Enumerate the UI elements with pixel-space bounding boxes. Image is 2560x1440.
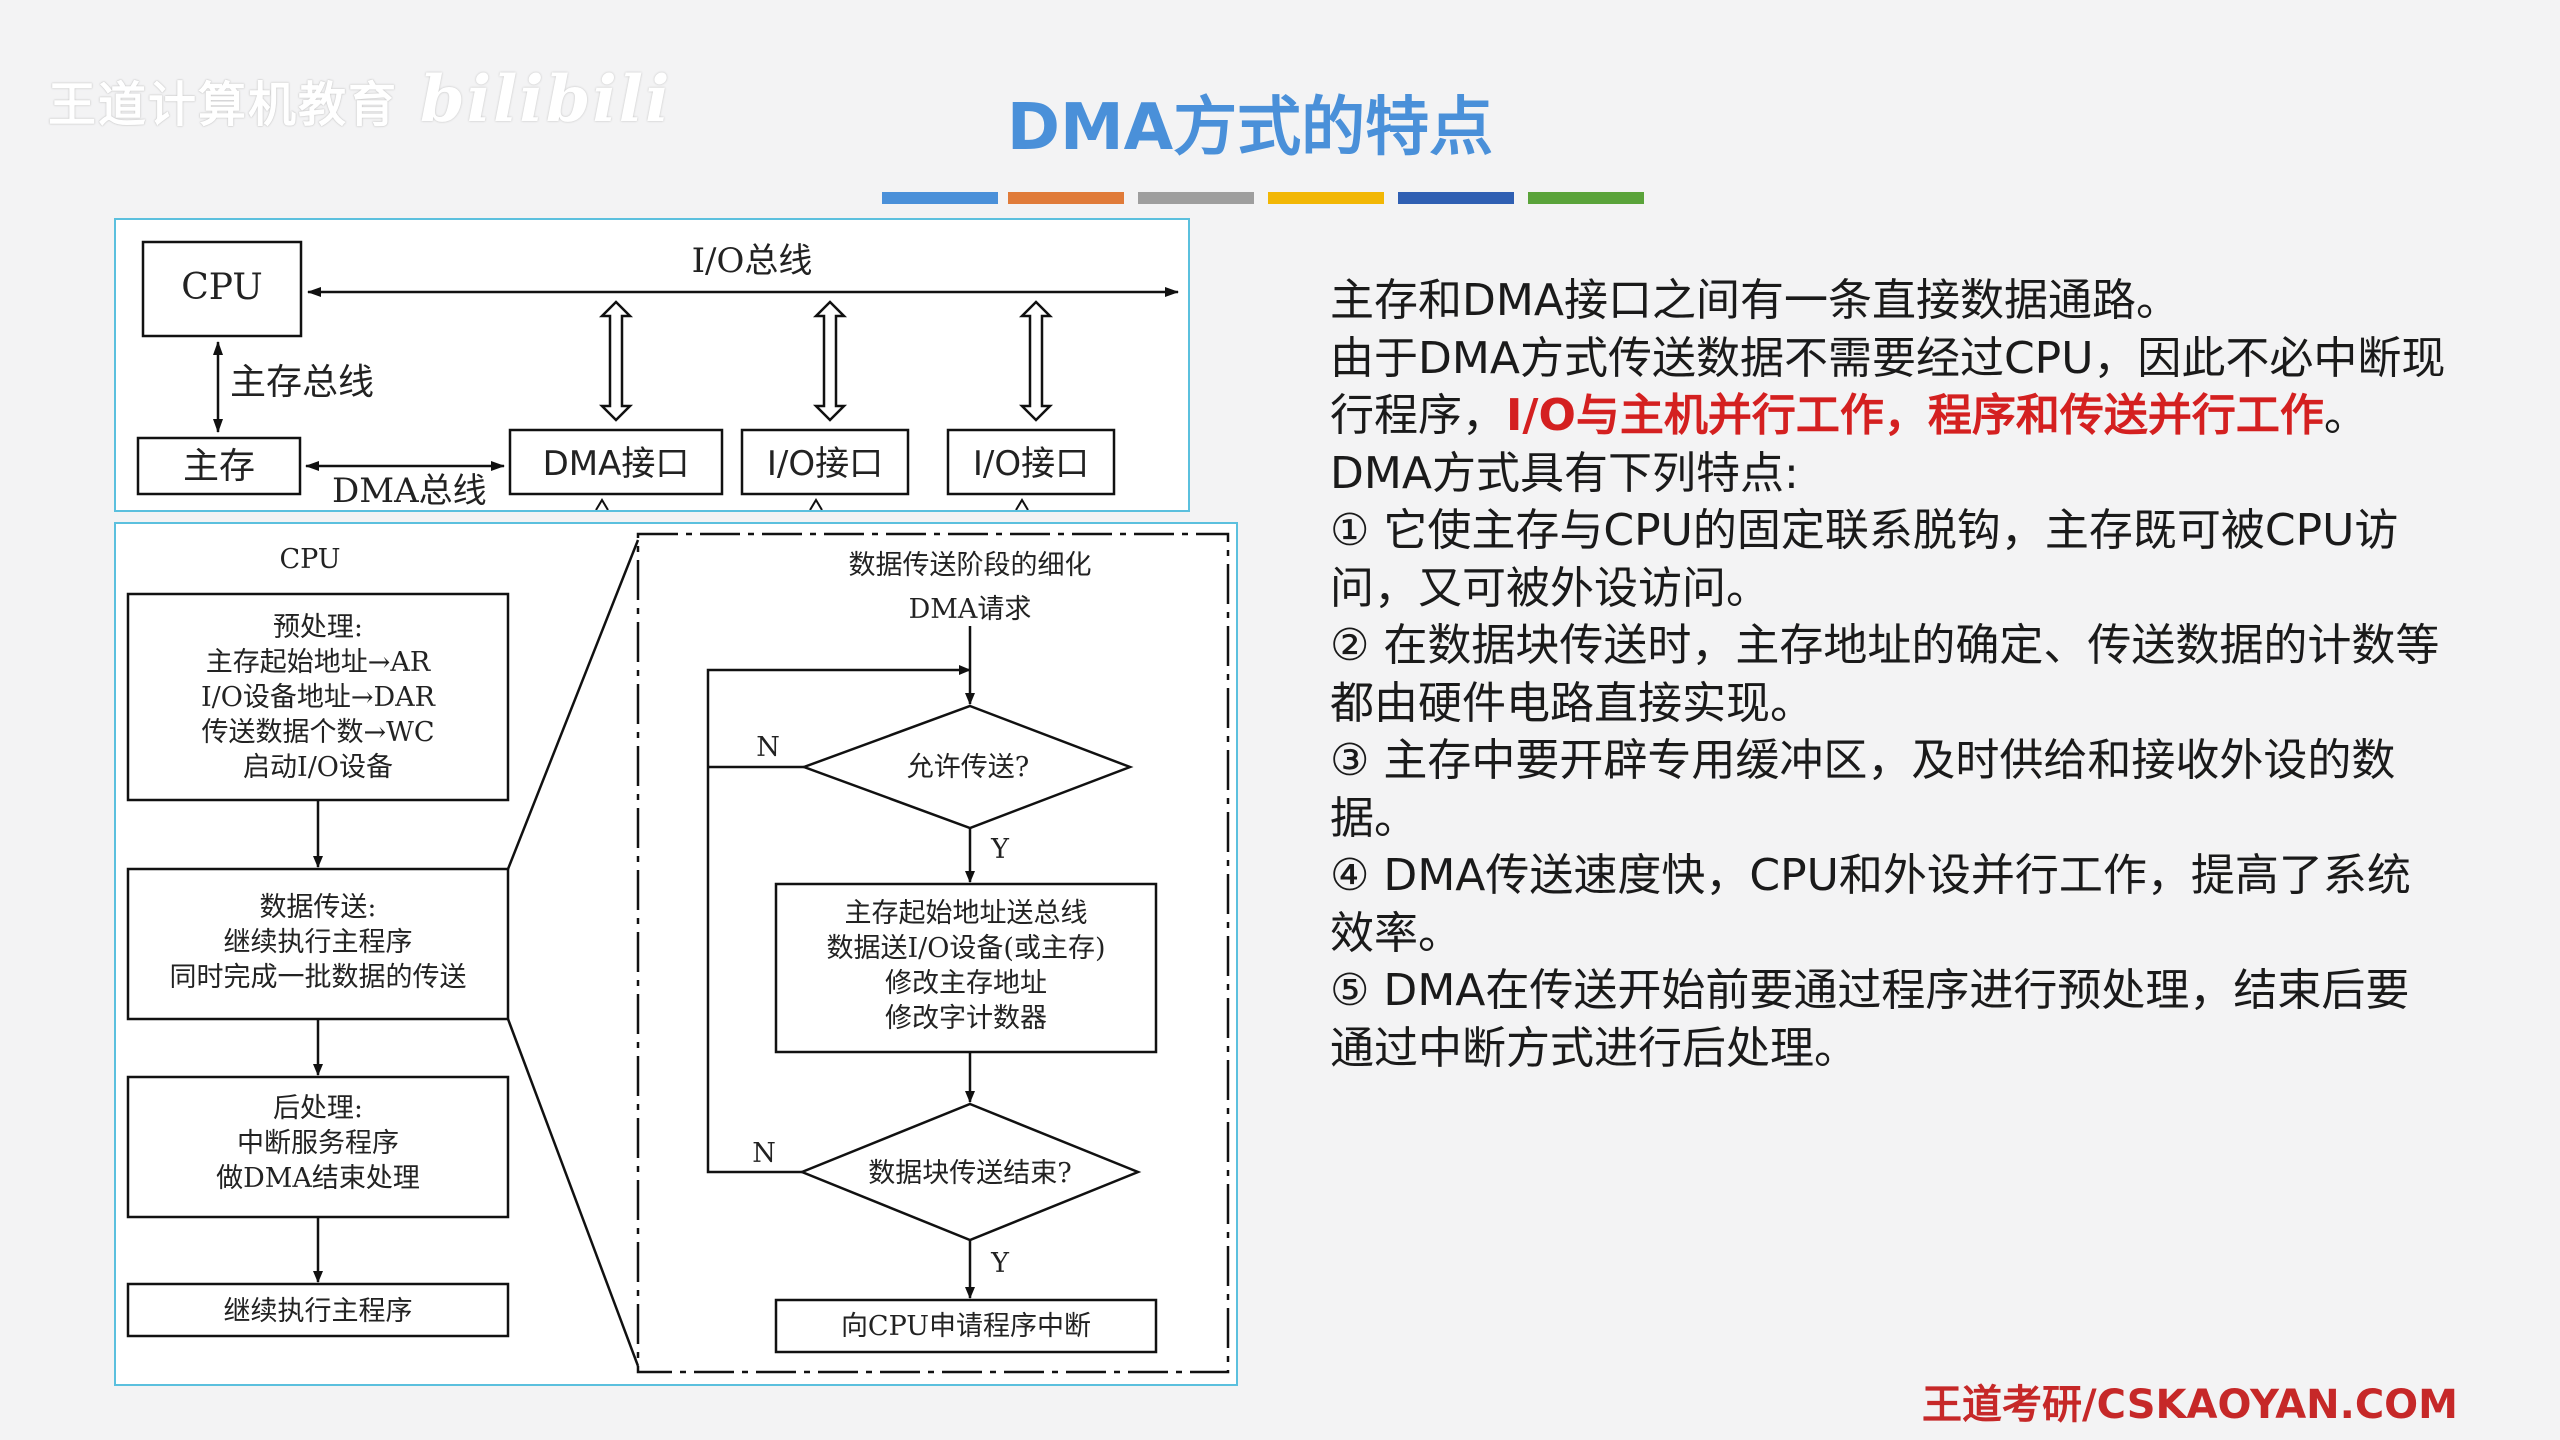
- preprocess-line-3: I/O设备地址→DAR: [201, 682, 436, 713]
- bus-connectors: [598, 300, 1054, 422]
- interrupt-request-box: [774, 1298, 1158, 1354]
- dma-stub: [595, 498, 609, 511]
- para-parallel-end: 。: [2323, 390, 2368, 441]
- transfer-line-3: 同时完成一批数据的传送: [170, 962, 467, 993]
- allow-question: 允许传送?: [907, 752, 1029, 783]
- io1-io-bus-connector: [812, 300, 848, 422]
- transfer-line-1: 数据传送:: [259, 892, 376, 923]
- io-bus-label: I/O总线: [692, 241, 813, 281]
- loop-back-line: [706, 665, 971, 1174]
- bus-diagram-panel: CPU I/O总线 主存总线 主存 DMA总线 DMA接口 I/O接口 I/O接…: [114, 218, 1190, 512]
- para-parallel-start: 由于DMA方式传送数据不需要经过CPU，因此不必中断现行程序，: [1330, 332, 2446, 442]
- allow-no-label: N: [756, 732, 780, 763]
- color-bar-green: [1528, 192, 1644, 204]
- io-interface-1-box: [740, 428, 910, 496]
- bilibili-logo: bilibili: [420, 62, 672, 137]
- transfer-line-2: 继续执行主程序: [224, 927, 413, 958]
- transfer-step-2: 数据送I/O设备(或主存): [827, 933, 1106, 964]
- detail-title: 数据传送阶段的细化: [849, 550, 1092, 581]
- para-parallel: 由于DMA方式传送数据不需要经过CPU，因此不必中断现行程序，I/O与主机并行工…: [1330, 330, 2450, 445]
- preprocess-line-1: 预处理:: [273, 612, 363, 643]
- zoom-line-top: [506, 539, 640, 870]
- memory-box: [136, 436, 302, 496]
- io2-io-bus-connector: [1018, 300, 1054, 422]
- preprocess-line-2: 主存起始地址→AR: [206, 647, 431, 678]
- brand-watermark: 王道计算机教育 bilibili: [48, 62, 671, 137]
- interrupt-request-label: 向CPU申请程序中断: [841, 1311, 1091, 1342]
- para-direct-path: 主存和DMA接口之间有一条直接数据通路。: [1330, 275, 2180, 326]
- feature-2: ② 在数据块传送时，主存地址的确定、传送数据的计数等都由硬件电路直接实现。: [1330, 620, 2440, 729]
- color-bar-navy: [1398, 192, 1514, 204]
- preprocess-line-5: 启动I/O设备: [243, 752, 393, 783]
- postprocess-line-1: 后处理:: [273, 1093, 363, 1124]
- color-bar-gray: [1138, 192, 1254, 204]
- continue-box: [126, 1282, 510, 1338]
- flowchart-panel: CPU 预处理: 主存起始地址→AR I/O设备地址→DAR 传送数据个数→WC…: [114, 522, 1238, 1386]
- cpu-label: CPU: [181, 267, 262, 308]
- dma-io-bus-connector: [598, 300, 634, 422]
- dma-bus-label: DMA总线: [332, 471, 487, 510]
- cpu-box: [141, 240, 303, 338]
- flow-cpu-label: CPU: [279, 544, 340, 575]
- end-yes-label: Y: [990, 1248, 1010, 1279]
- transfer-step-4: 修改字计数器: [885, 1003, 1047, 1034]
- io2-stub: [1015, 498, 1029, 511]
- io-interface-2-label: I/O接口: [973, 444, 1089, 484]
- memory-label: 主存: [183, 446, 255, 487]
- para-parallel-highlight: I/O与主机并行工作，程序和传送并行工作: [1506, 390, 2324, 441]
- dma-interface-box: [508, 428, 724, 496]
- postprocess-line-3: 做DMA结束处理: [216, 1163, 420, 1194]
- brand-watermark-text: 王道计算机教育: [48, 77, 399, 133]
- bus-diagram: CPU I/O总线 主存总线 主存 DMA总线 DMA接口 I/O接口 I/O接…: [136, 240, 1179, 511]
- feature-4: ④ DMA传送速度快，CPU和外设并行工作，提高了系统效率。: [1330, 850, 2411, 959]
- allow-yes-label: Y: [990, 834, 1010, 865]
- color-bar-orange: [1008, 192, 1124, 204]
- end-no-label: N: [752, 1138, 776, 1169]
- para-features-heading: DMA方式具有下列特点:: [1330, 447, 1799, 499]
- dma-request-label: DMA请求: [909, 594, 1032, 625]
- transfer-step-1: 主存起始地址送总线: [845, 898, 1088, 929]
- memory-bus-label: 主存总线: [230, 362, 374, 403]
- io1-stub: [809, 498, 823, 511]
- io-interface-1-label: I/O接口: [767, 444, 883, 484]
- dma-interface-label: DMA接口: [543, 444, 690, 484]
- zoom-line-bottom: [506, 1018, 640, 1367]
- transfer-step-3: 修改主存地址: [885, 968, 1047, 999]
- slide-title: DMA方式的特点: [1006, 91, 1494, 165]
- detail-dashed-frame: [636, 532, 1230, 1374]
- io-interface-2-box: [946, 428, 1116, 496]
- feature-1: ① 它使主存与CPU的固定联系脱钩，主存既可被CPU访问，又可被外设访问。: [1330, 505, 2399, 614]
- continue-label: 继续执行主程序: [224, 1296, 413, 1327]
- postprocess-line-2: 中断服务程序: [237, 1128, 399, 1159]
- preprocess-line-4: 传送数据个数→WC: [201, 717, 434, 748]
- color-bar-blue: [882, 192, 998, 204]
- color-bar-yellow: [1268, 192, 1384, 204]
- dma-flowchart: CPU 预处理: 主存起始地址→AR I/O设备地址→DAR 传送数据个数→WC…: [126, 532, 1230, 1374]
- feature-description: 主存和DMA接口之间有一条直接数据通路。 由于DMA方式传送数据不需要经过CPU…: [1330, 272, 2450, 1077]
- footer-site: 王道考研/CSKAOYAN.COM: [1922, 1382, 2458, 1428]
- feature-3: ③ 主存中要开辟专用缓冲区，及时供给和接收外设的数据。: [1330, 735, 2396, 844]
- transfer-steps-box: [774, 882, 1158, 1054]
- feature-5: ⑤ DMA在传送开始前要通过程序进行预处理，结束后要通过中断方式进行后处理。: [1330, 965, 2410, 1074]
- end-question: 数据块传送结束?: [868, 1158, 1071, 1189]
